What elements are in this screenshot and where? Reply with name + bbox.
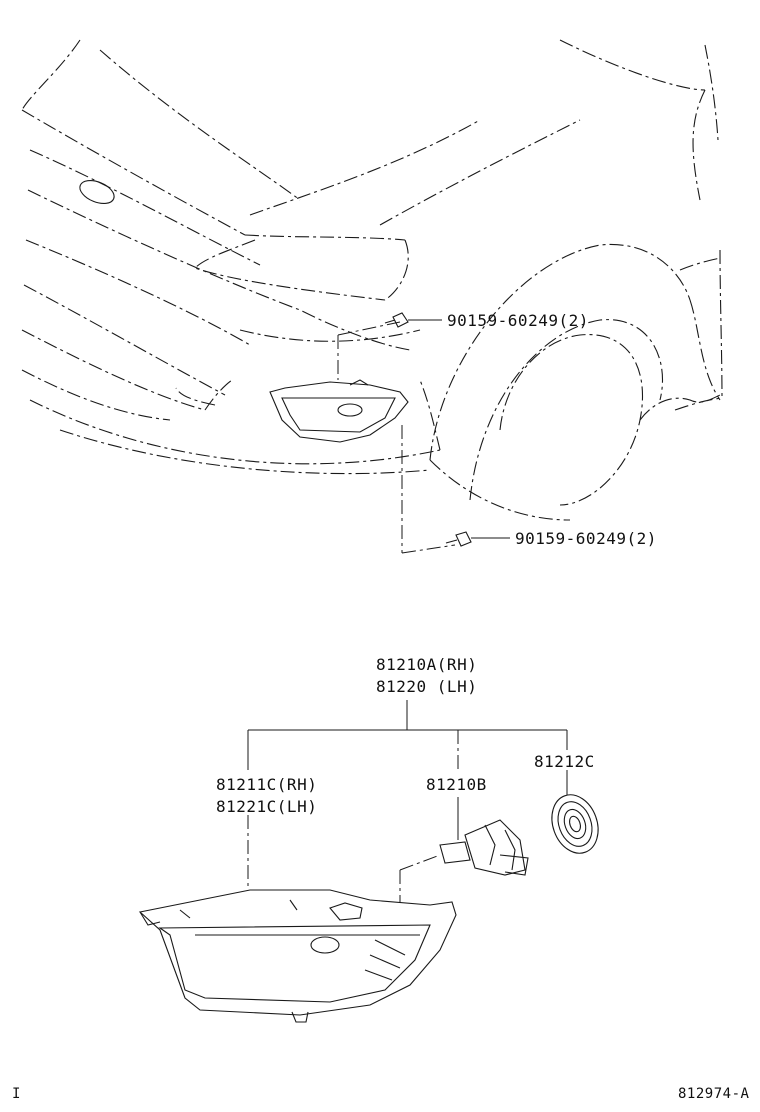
socket-cover-label: 81212C <box>534 752 595 771</box>
car-body-outline <box>21 39 723 521</box>
socket-cover-icon <box>551 794 599 854</box>
housing-lh-label: 81221C(LH) <box>216 797 317 816</box>
assembly-rh-label: 81210A(RH) <box>376 655 477 674</box>
drawing-number-label: 812974-A <box>678 1086 750 1102</box>
bulb-icon <box>439 819 529 876</box>
bolt-lower-label: 90159-60249(2) <box>515 529 657 548</box>
corner-marker-label: I <box>12 1086 21 1102</box>
housing-rh-label: 81211C(RH) <box>216 775 317 794</box>
fog-lamp-housing-icon <box>138 889 457 1023</box>
fog-lamp-installed <box>269 379 409 443</box>
assembly-lh-label: 81220 (LH) <box>376 677 477 696</box>
bolt-upper-label: 90159-60249(2) <box>447 311 589 330</box>
bolt-upper-icon <box>384 312 409 328</box>
bolt-lower-icon <box>445 531 472 547</box>
bulb-label: 81210B <box>426 775 487 794</box>
